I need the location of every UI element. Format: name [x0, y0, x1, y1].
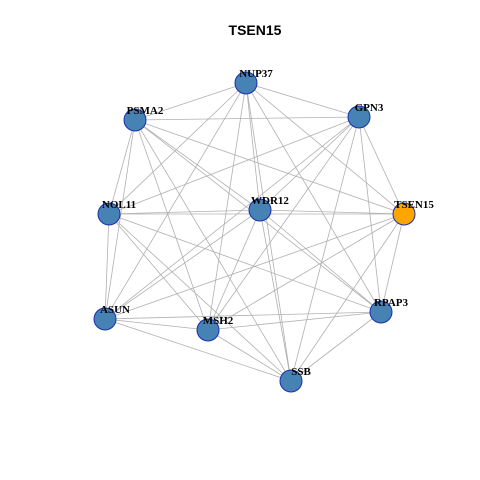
edge-nup37-wdr12: [245, 82, 261, 211]
edge-psma2-gpn3: [134, 116, 360, 121]
edge-gpn3-asun: [104, 116, 360, 320]
edge-nup37-msh2: [207, 82, 247, 331]
node-circle-ssb[interactable]: [279, 369, 303, 393]
edge-nup37-asun: [104, 82, 247, 320]
node-label-nup37: NUP37: [239, 68, 273, 80]
edge-gpn3-tsen15: [358, 116, 405, 215]
node-nup37[interactable]: NUP37: [234, 68, 273, 95]
node-label-rpap3: RPAP3: [374, 297, 409, 309]
edge-psma2-nol11: [108, 119, 136, 215]
edge-psma2-msh2: [134, 119, 209, 331]
edge-wdr12-asun: [104, 209, 261, 320]
node-label-msh2: MSH2: [203, 315, 234, 327]
edge-psma2-tsen15: [134, 119, 405, 215]
edge-layer: [104, 82, 405, 382]
node-rpap3[interactable]: RPAP3: [369, 297, 409, 324]
node-label-nol11: NOL11: [102, 199, 136, 211]
node-nol11[interactable]: NOL11: [97, 199, 136, 226]
node-ssb[interactable]: SSB: [279, 366, 311, 393]
edge-nup37-rpap3: [245, 82, 382, 313]
edge-rpap3-ssb: [290, 311, 382, 382]
edge-asun-rpap3: [104, 311, 382, 320]
node-circle-tsen15[interactable]: [392, 202, 416, 226]
edge-wdr12-rpap3: [259, 209, 382, 313]
edge-asun-msh2: [104, 318, 209, 331]
edge-nol11-ssb: [108, 213, 292, 382]
edge-nup37-nol11: [108, 82, 247, 215]
edge-tsen15-asun: [104, 213, 405, 320]
node-wdr12[interactable]: WDR12: [248, 195, 289, 222]
node-msh2[interactable]: MSH2: [196, 315, 234, 342]
edge-nol11-rpap3: [108, 213, 382, 313]
edge-nup37-ssb: [245, 82, 292, 382]
edge-tsen15-msh2: [207, 213, 405, 331]
node-circle-nol11[interactable]: [97, 202, 121, 226]
node-label-gpn3: GPN3: [355, 102, 384, 114]
node-asun[interactable]: ASUN: [93, 304, 130, 331]
edge-msh2-ssb: [207, 329, 292, 382]
edge-asun-ssb: [104, 318, 292, 382]
edge-nol11-asun: [104, 213, 110, 320]
edge-msh2-rpap3: [207, 311, 382, 331]
edge-nol11-msh2: [108, 213, 209, 331]
node-circle-rpap3[interactable]: [369, 300, 393, 324]
edge-nol11-wdr12: [108, 209, 261, 215]
node-label-asun: ASUN: [100, 304, 130, 316]
edge-nup37-gpn3: [245, 82, 360, 118]
node-psma2[interactable]: PSMA2: [123, 105, 164, 132]
node-gpn3[interactable]: GPN3: [347, 102, 384, 129]
node-label-wdr12: WDR12: [251, 195, 289, 207]
edge-tsen15-ssb: [290, 213, 405, 382]
edge-psma2-ssb: [134, 119, 292, 382]
node-circle-msh2[interactable]: [196, 318, 220, 342]
node-circle-gpn3[interactable]: [347, 105, 371, 129]
edge-gpn3-ssb: [290, 116, 360, 382]
node-label-tsen15: TSEN15: [394, 199, 434, 211]
edge-tsen15-rpap3: [380, 213, 405, 313]
edge-gpn3-msh2: [207, 116, 360, 331]
edge-nup37-psma2: [134, 82, 247, 121]
node-circle-psma2[interactable]: [123, 108, 147, 132]
node-circle-nup37[interactable]: [234, 71, 258, 95]
edge-wdr12-ssb: [259, 209, 292, 382]
graph-title: TSEN15: [229, 22, 282, 38]
edge-gpn3-rpap3: [358, 116, 382, 313]
node-circle-asun[interactable]: [93, 307, 117, 331]
node-label-psma2: PSMA2: [127, 105, 164, 117]
edge-psma2-asun: [104, 119, 136, 320]
edge-gpn3-wdr12: [259, 116, 360, 211]
node-label-ssb: SSB: [291, 366, 311, 378]
edge-psma2-wdr12: [134, 119, 261, 211]
edge-wdr12-msh2: [207, 209, 261, 331]
node-circle-wdr12[interactable]: [248, 198, 272, 222]
node-tsen15[interactable]: TSEN15: [392, 199, 434, 226]
edge-wdr12-tsen15: [259, 209, 405, 215]
edge-gpn3-nol11: [108, 116, 360, 215]
